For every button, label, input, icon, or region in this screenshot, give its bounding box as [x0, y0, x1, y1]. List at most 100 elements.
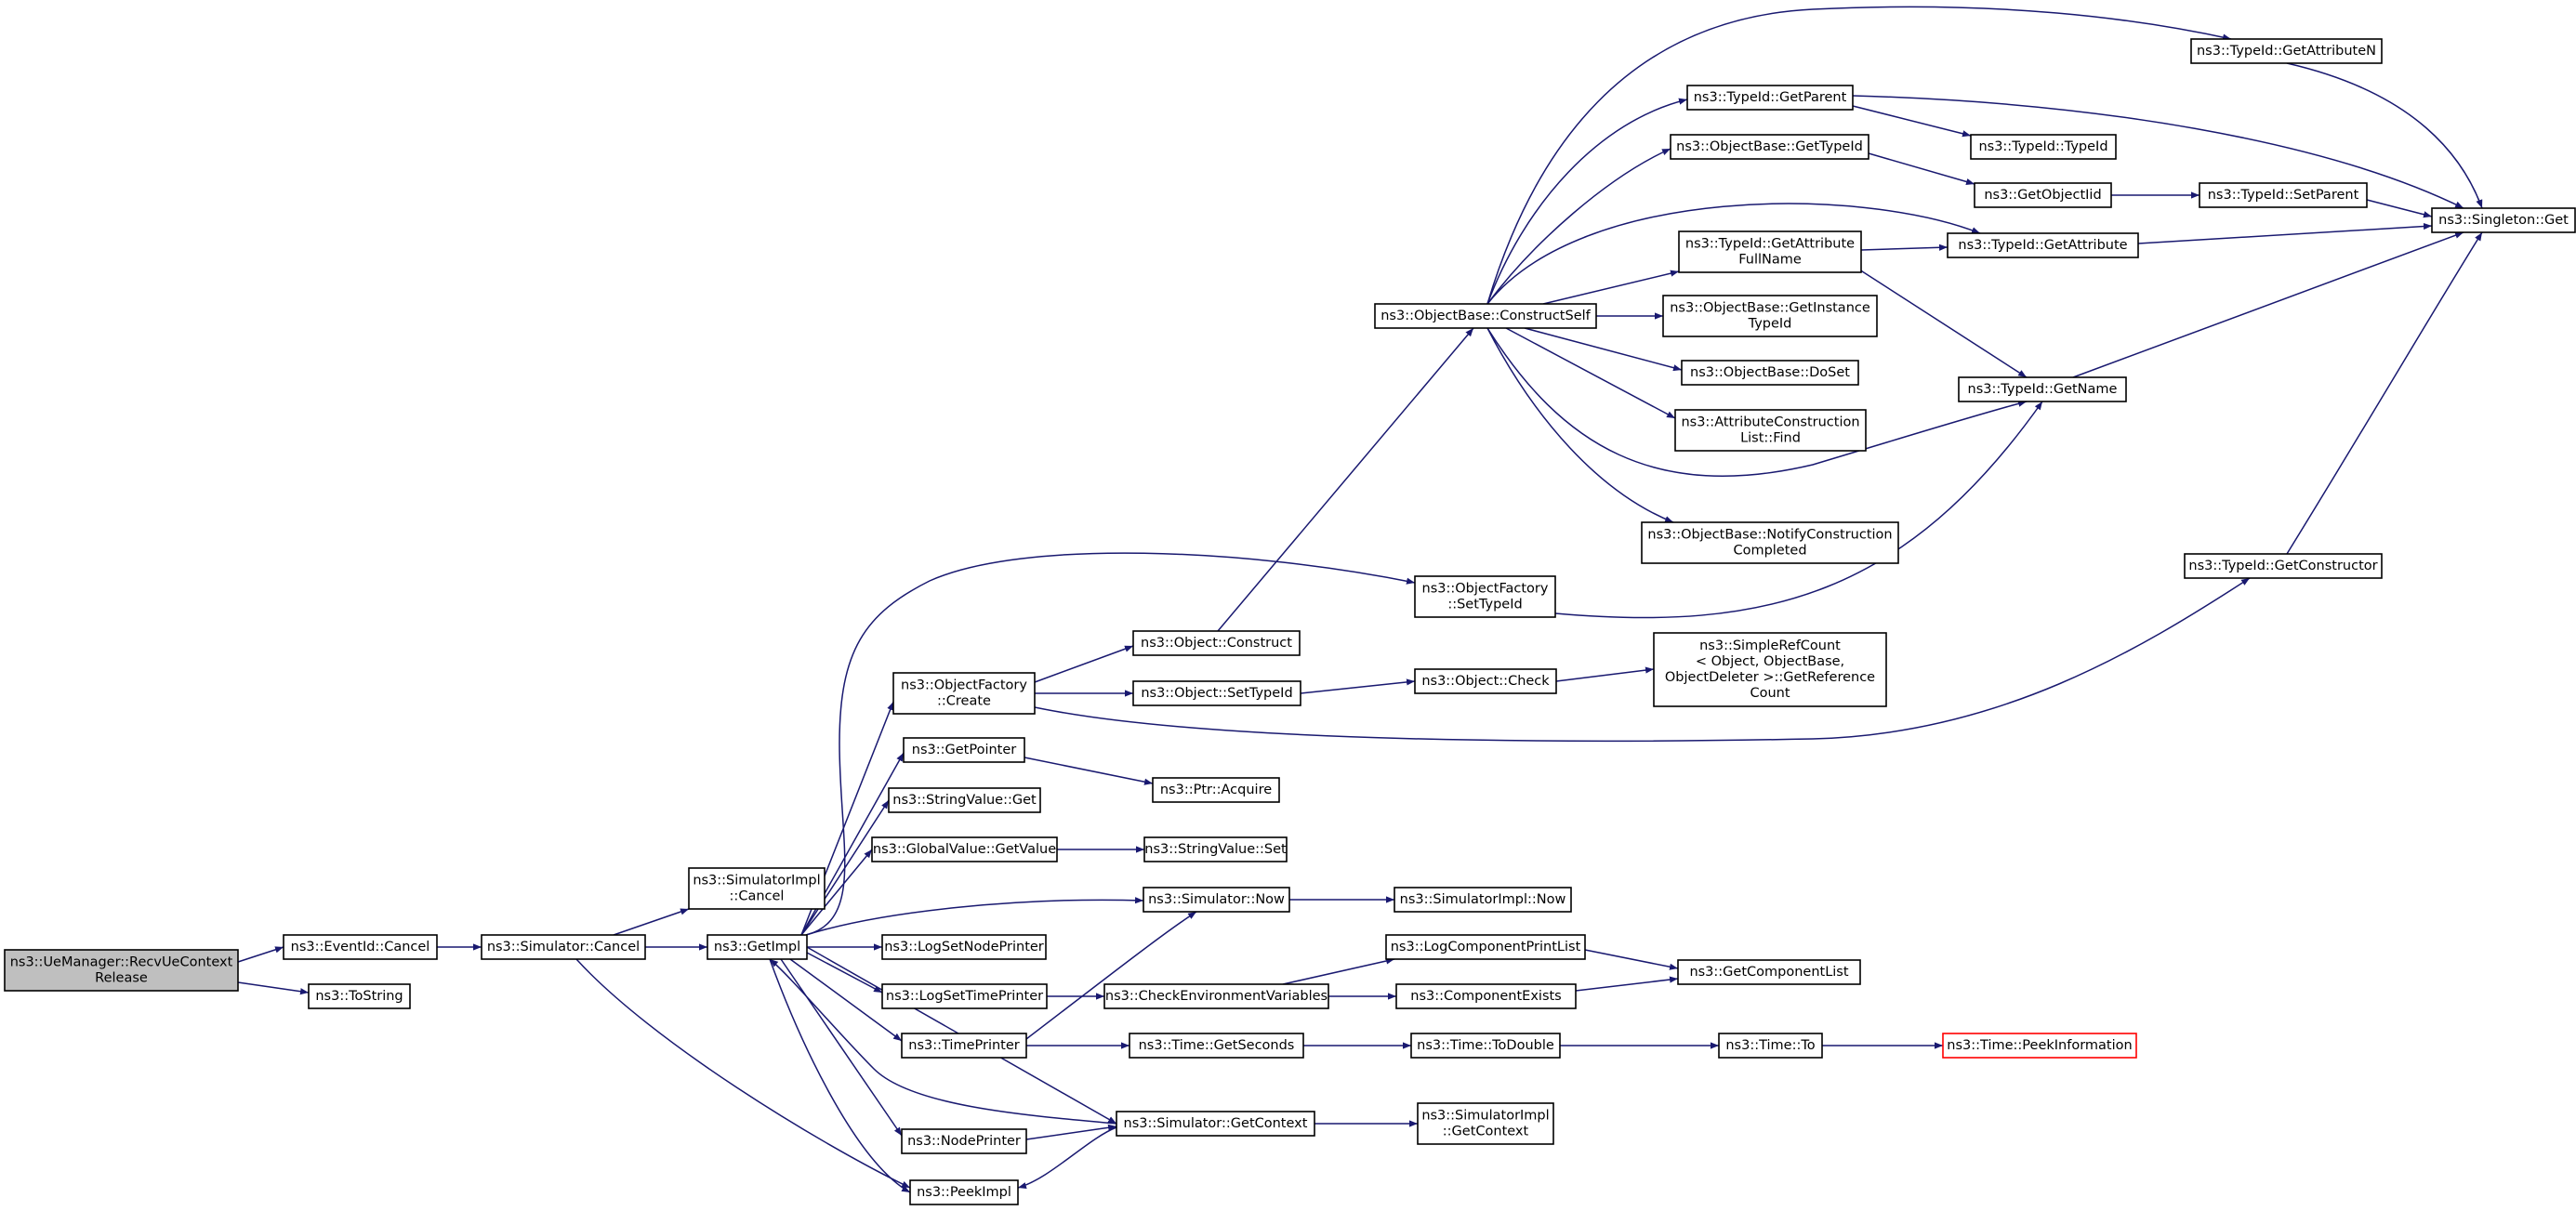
- node-nodeprinter[interactable]: ns3::NodePrinter: [901, 1128, 1027, 1154]
- node-simulator-getcontext[interactable]: ns3::Simulator::GetContext: [1116, 1111, 1315, 1137]
- edge-getimpl-to-simulator-now: [805, 897, 1144, 936]
- node-getcomponentlist[interactable]: ns3::GetComponentList: [1677, 959, 1861, 985]
- node-box: [1942, 1033, 2137, 1059]
- node-objectfactory-create[interactable]: ns3::ObjectFactory::Create: [892, 672, 1036, 715]
- node-box: [901, 1128, 1027, 1154]
- node-eventid-cancel[interactable]: ns3::EventId::Cancel: [283, 934, 438, 960]
- node-typeid-getparent[interactable]: ns3::TypeId::GetParent: [1686, 85, 1854, 111]
- edge-getimpl-to-timeprinter: [789, 958, 903, 1042]
- node-object-check[interactable]: ns3::Object::Check: [1414, 668, 1557, 694]
- node-label: ns3::Time::PeekInformation: [1947, 1038, 2132, 1053]
- node-box: [1103, 983, 1329, 1009]
- node-label: ns3::Singleton::Get: [2438, 213, 2569, 228]
- node-label: ns3::GetPointer: [912, 743, 1017, 757]
- node-label: ns3::TypeId::TypeId: [1978, 139, 2107, 154]
- node-label: ns3::SimulatorImpl: [1421, 1109, 1549, 1124]
- edge-getimpl-to-objectfactory-settypeid: [805, 552, 1416, 936]
- node-box: [1947, 232, 2139, 258]
- node-label: ns3::TypeId::GetAttribute: [1685, 237, 1855, 252]
- node-typeid-getname[interactable]: ns3::TypeId::GetName: [1958, 376, 2127, 402]
- node-box: [1718, 1033, 1823, 1059]
- node-getobjectiid[interactable]: ns3::GetObjectIid: [1974, 182, 2112, 208]
- node-label: ::SetTypeId: [1447, 598, 1522, 612]
- node-typeid-getconstructor[interactable]: ns3::TypeId::GetConstructor: [2184, 553, 2383, 579]
- node-label: ns3::ObjectBase::GetTypeId: [1676, 139, 1863, 154]
- node-label: ::GetContext: [1443, 1125, 1529, 1139]
- node-simulator-cancel[interactable]: ns3::Simulator::Cancel: [481, 934, 646, 960]
- edge-typeid-setparent-to-singleton-get: [2366, 199, 2433, 218]
- node-componentexists[interactable]: ns3::ComponentExists: [1395, 983, 1577, 1009]
- node-logsetnodeprinter[interactable]: ns3::LogSetNodePrinter: [881, 934, 1047, 960]
- node-box: [1958, 376, 2127, 402]
- node-checkenvironmentvariables[interactable]: ns3::CheckEnvironmentVariables: [1103, 983, 1329, 1009]
- node-label: ns3::LogSetNodePrinter: [884, 940, 1044, 954]
- node-objectfactory-settypeid[interactable]: ns3::ObjectFactory::SetTypeId: [1414, 575, 1556, 618]
- edge-componentexists-to-getcomponentlist: [1575, 976, 1679, 992]
- node-time-to[interactable]: ns3::Time::To: [1718, 1033, 1823, 1059]
- node-box: [881, 983, 1048, 1009]
- node-logsettimeprinter[interactable]: ns3::LogSetTimePrinter: [881, 983, 1048, 1009]
- node-box: [707, 934, 808, 960]
- edges: [237, 6, 2483, 1193]
- node-typeid-getattributen[interactable]: ns3::TypeId::GetAttributeN: [2190, 38, 2383, 64]
- node-stringvalue-get[interactable]: ns3::StringValue::Get: [888, 787, 1041, 813]
- node-box: [1116, 1111, 1315, 1137]
- node-label: ns3::NodePrinter: [907, 1134, 1021, 1149]
- node-objectbase-doset[interactable]: ns3::ObjectBase::DoSet: [1681, 360, 1859, 386]
- node-label: ns3::ObjectFactory: [1422, 582, 1549, 597]
- node-singleton-get[interactable]: ns3::Singleton::Get: [2431, 207, 2576, 233]
- node-simulatorimpl-cancel[interactable]: ns3::SimulatorImpl::Cancel: [688, 867, 826, 910]
- node-box: [1686, 85, 1854, 111]
- node-box: [892, 672, 1036, 715]
- node-objectbase-constructself[interactable]: ns3::ObjectBase::ConstructSelf: [1374, 303, 1597, 329]
- node-tostring[interactable]: ns3::ToString: [308, 983, 411, 1009]
- node-box: [1670, 134, 1869, 160]
- edge-objectbase-constructself-to-objectbase-notifyconstructioncompleted: [1486, 327, 1674, 523]
- edge-recv-ue-context-release-to-tostring: [237, 981, 310, 995]
- node-label: ns3::UeManager::RecvUeContext: [10, 955, 233, 970]
- node-globalvalue-getvalue[interactable]: ns3::GlobalValue::GetValue: [871, 836, 1058, 862]
- node-box: [881, 934, 1047, 960]
- node-object-construct[interactable]: ns3::Object::Construct: [1132, 630, 1301, 656]
- node-logcomponentprintlist[interactable]: ns3::LogComponentPrintList: [1385, 934, 1586, 960]
- node-typeid-setparent[interactable]: ns3::TypeId::SetParent: [2199, 182, 2368, 208]
- node-typeid-getattribute[interactable]: ns3::TypeId::GetAttribute: [1947, 232, 2139, 258]
- node-stringvalue-set[interactable]: ns3::StringValue::Set: [1143, 836, 1288, 862]
- node-time-peekinformation[interactable]: ns3::Time::PeekInformation: [1942, 1033, 2137, 1059]
- node-box: [1132, 630, 1301, 656]
- node-peekimpl[interactable]: ns3::PeekImpl: [909, 1179, 1019, 1205]
- node-simulatorimpl-now[interactable]: ns3::SimulatorImpl::Now: [1394, 887, 1572, 913]
- node-objectbase-notifyconstructioncompleted[interactable]: ns3::ObjectBase::NotifyConstructionCompl…: [1641, 521, 1899, 564]
- node-getimpl[interactable]: ns3::GetImpl: [707, 934, 808, 960]
- node-label: ns3::SimulatorImpl::Now: [1400, 892, 1566, 907]
- node-ptr-acquire[interactable]: ns3::Ptr::Acquire: [1152, 777, 1280, 803]
- edge-object-check-to-simplerefcount-getreferencecount: [1555, 666, 1655, 682]
- node-time-getseconds[interactable]: ns3::Time::GetSeconds: [1129, 1033, 1304, 1059]
- node-label: ns3::SimpleRefCount: [1699, 638, 1841, 653]
- node-objectbase-gettypeid[interactable]: ns3::ObjectBase::GetTypeId: [1670, 134, 1869, 160]
- node-label: FullName: [1738, 253, 1802, 268]
- edge-objectbase-constructself-to-typeid-getname: [1486, 327, 2028, 477]
- edge-typeid-getattributefullname-to-typeid-getname: [1858, 269, 2028, 378]
- edge-typeid-getparent-to-typeid-typeid: [1852, 105, 1972, 138]
- node-getpointer[interactable]: ns3::GetPointer: [903, 737, 1025, 763]
- node-object-settypeid[interactable]: ns3::Object::SetTypeId: [1132, 680, 1301, 706]
- edge-objectbase-constructself-to-typeid-getattribute: [1486, 203, 1981, 305]
- node-box: [1677, 959, 1861, 985]
- node-label: ns3::GetComponentList: [1689, 965, 1848, 980]
- node-label: TypeId: [1748, 317, 1792, 332]
- node-simulator-now[interactable]: ns3::Simulator::Now: [1143, 887, 1290, 913]
- node-timeprinter[interactable]: ns3::TimePrinter: [901, 1033, 1027, 1059]
- node-box: [2184, 553, 2383, 579]
- node-box: [1414, 668, 1557, 694]
- edge-objectbase-gettypeid-to-getobjectiid: [1868, 152, 1975, 185]
- node-simplerefcount-getreferencecount[interactable]: ns3::SimpleRefCount< Object, ObjectBase,…: [1653, 632, 1887, 707]
- node-typeid-typeid[interactable]: ns3::TypeId::TypeId: [1970, 134, 2117, 160]
- node-time-todouble[interactable]: ns3::Time::ToDouble: [1410, 1033, 1561, 1059]
- node-simulatorimpl-getcontext[interactable]: ns3::SimulatorImpl::GetContext: [1417, 1102, 1554, 1145]
- node-label: ::Cancel: [730, 889, 785, 904]
